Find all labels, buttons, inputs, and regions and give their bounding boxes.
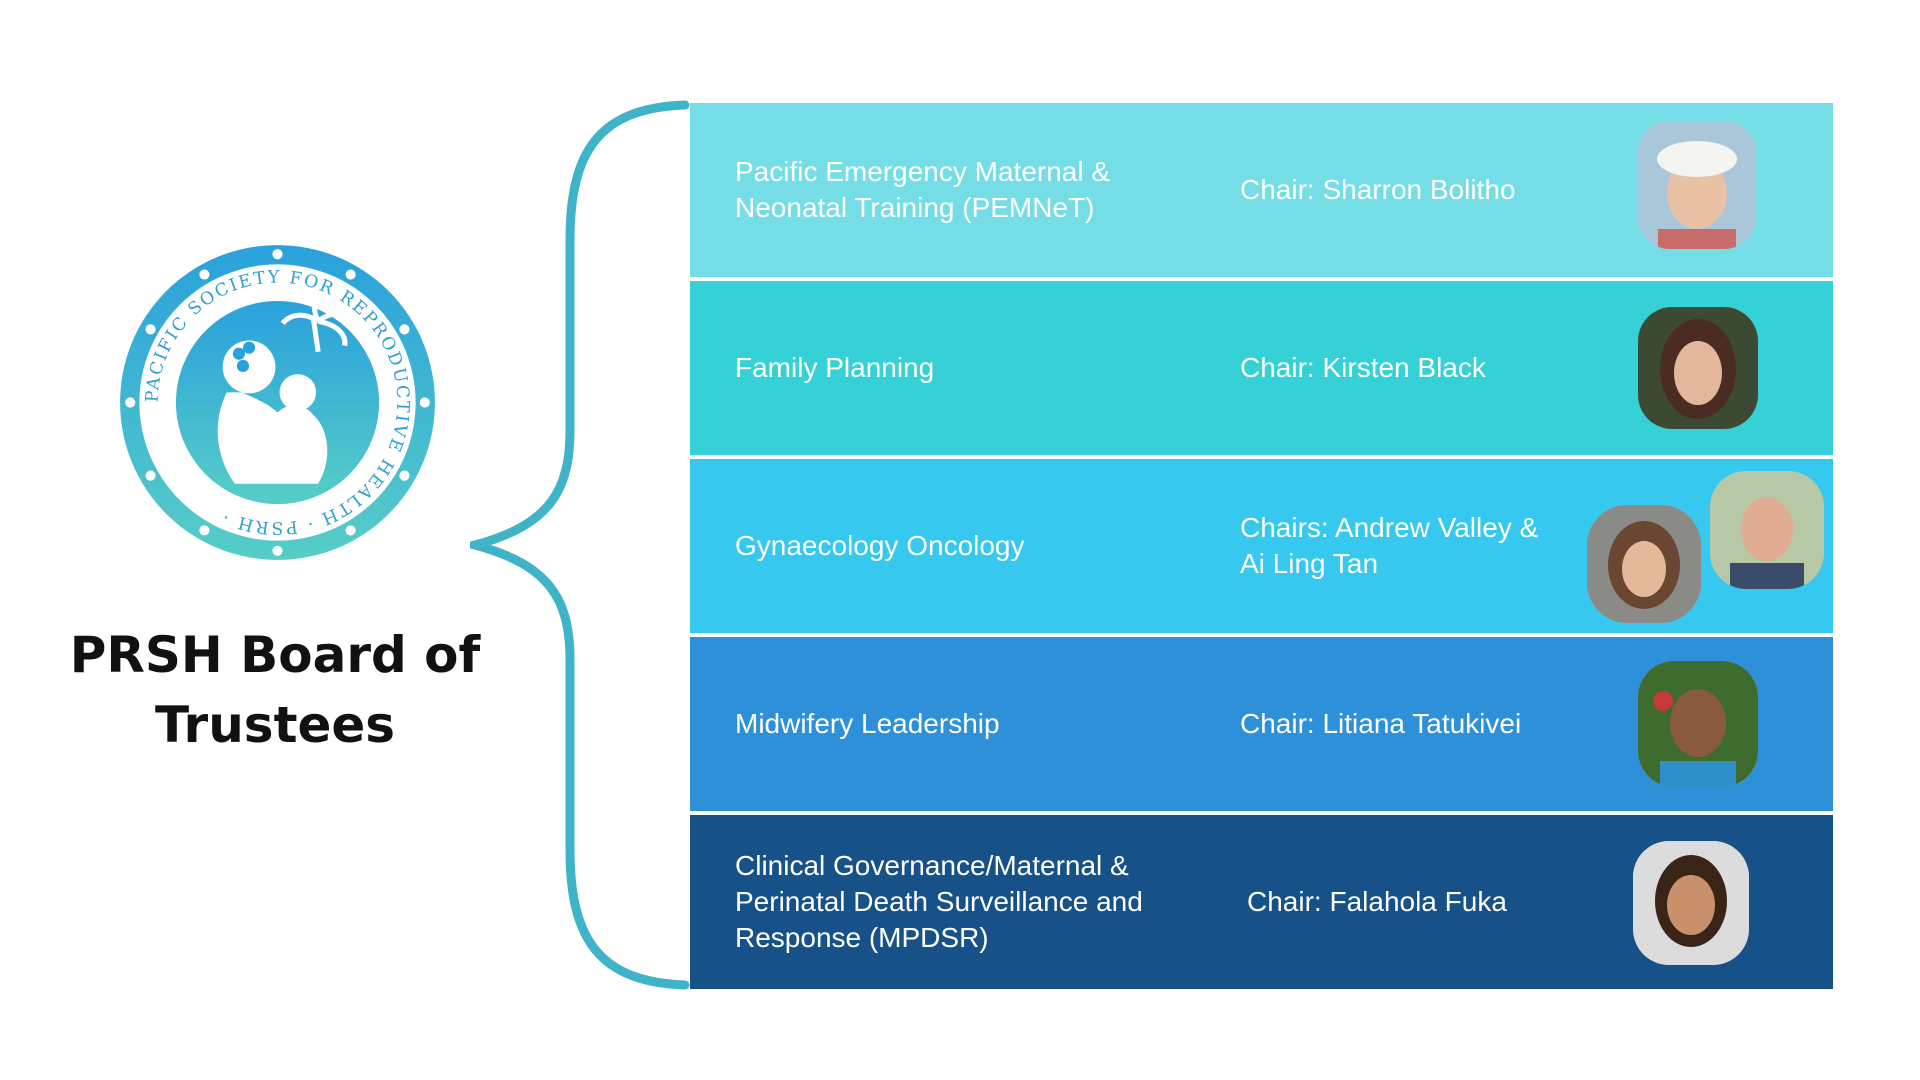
committee-row-clinical-governance: Clinical Governance/Maternal & Perinatal… — [690, 815, 1833, 989]
psrh-logo: PACIFIC SOCIETY FOR REPRODUCTIVE HEALTH … — [115, 240, 440, 565]
committee-name: Family Planning — [735, 352, 935, 383]
committee-name: Gynaecology Oncology — [735, 530, 1025, 561]
committee-row-family-planning: Family Planning Chair: Kirsten Black — [690, 281, 1833, 455]
committee-name: Midwifery Leadership — [735, 708, 1000, 739]
committee-row-pemnet: Pacific Emergency Maternal & Neonatal Tr… — [690, 103, 1833, 277]
chair-photo-litiana-tatukivei — [1638, 661, 1758, 787]
board-title: PRSH Board of Trustees — [69, 626, 481, 754]
chair-photo-falahola-fuka — [1633, 841, 1749, 965]
chair-photo-ai-ling-tan — [1587, 505, 1701, 623]
chair-photo-andrew-valley — [1710, 471, 1824, 589]
committee-chair: Chair: Litiana Tatukivei — [1240, 708, 1522, 739]
curly-brace — [470, 100, 690, 990]
committee-name: Clinical Governance/Maternal & Perinatal… — [735, 850, 1143, 953]
committee-chair: Chair: Sharron Bolitho — [1240, 174, 1516, 205]
chair-photo-sharron-bolitho — [1638, 121, 1756, 249]
committee-chair: Chair: Kirsten Black — [1240, 352, 1486, 383]
committee-name: Pacific Emergency Maternal & Neonatal Tr… — [735, 156, 1111, 223]
committee-chair: Chairs: Andrew Valley & Ai Ling Tan — [1240, 512, 1539, 579]
committee-list: Pacific Emergency Maternal & Neonatal Tr… — [690, 103, 1833, 993]
committee-chair: Chair: Falahola Fuka — [1247, 886, 1507, 917]
chair-photo-kirsten-black — [1638, 307, 1758, 429]
committee-row-gyn-oncology: Gynaecology Oncology Chairs: Andrew Vall… — [690, 459, 1833, 633]
committee-row-midwifery: Midwifery Leadership Chair: Litiana Tatu… — [690, 637, 1833, 811]
psrh-seal-icon: PACIFIC SOCIETY FOR REPRODUCTIVE HEALTH … — [120, 245, 435, 560]
